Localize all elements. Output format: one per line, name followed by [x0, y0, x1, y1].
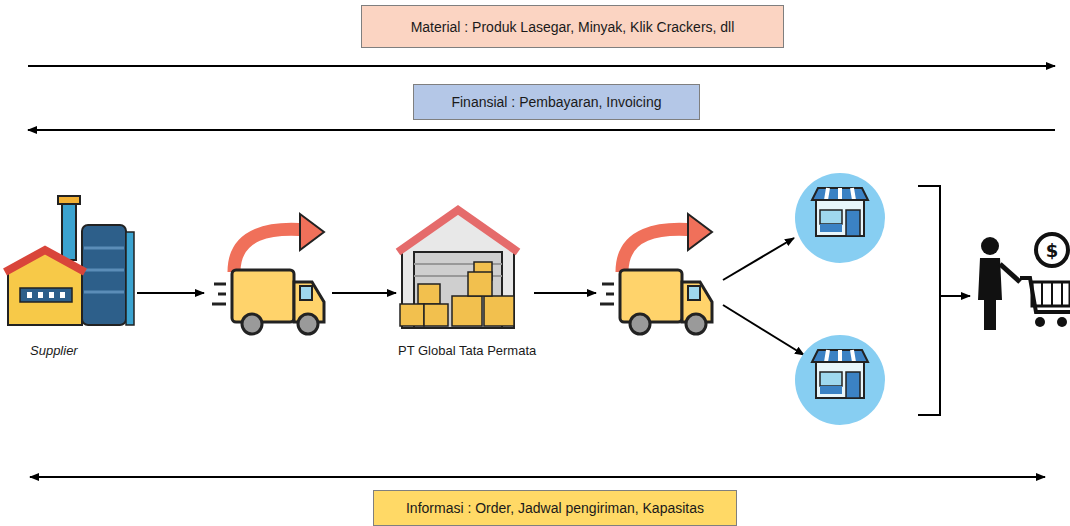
- material-box: Material : Produk Lasegar, Minyak, Klik …: [361, 5, 784, 48]
- svg-text:$: $: [1046, 240, 1059, 261]
- box-text: Material : Produk Lasegar, Minyak, Klik …: [411, 19, 735, 35]
- box-text: Informasi : Order, Jadwal pengiriman, Ka…: [406, 500, 704, 516]
- supplier-label: Supplier: [30, 343, 78, 358]
- information-box: Informasi : Order, Jadwal pengiriman, Ka…: [373, 490, 737, 526]
- box-text: Finansial : Pembayaran, Invoicing: [451, 94, 661, 110]
- financial-box: Finansial : Pembayaran, Invoicing: [413, 84, 700, 120]
- company-label: PT Global Tata Permata: [398, 343, 536, 358]
